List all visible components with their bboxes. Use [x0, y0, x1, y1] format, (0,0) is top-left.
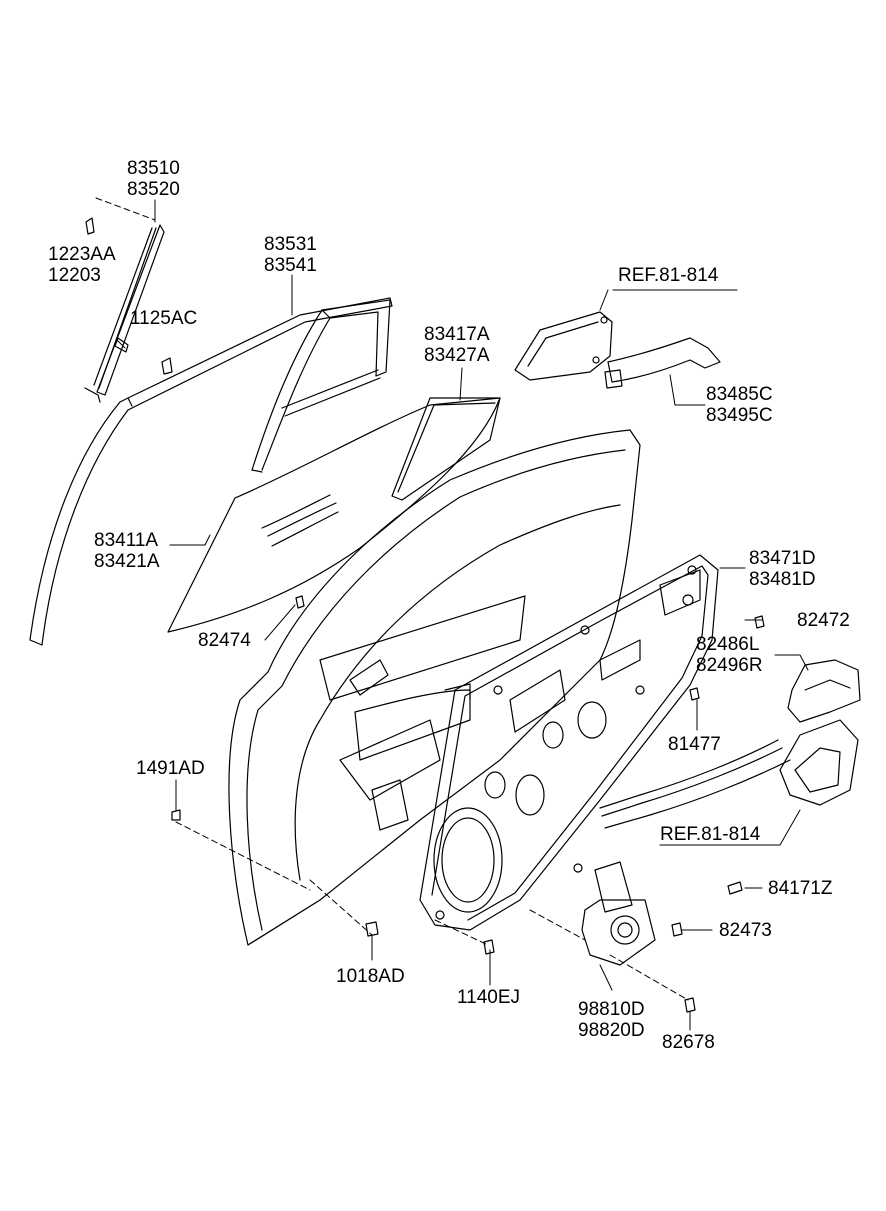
- front-channel-strip: [84, 224, 165, 403]
- label-ref-81-814-top: REF.81-814: [618, 265, 719, 286]
- label-1491AD: 1491AD: [136, 758, 205, 779]
- label-83510-83520: 83510 83520: [127, 158, 180, 200]
- label-83485C-83495C: 83485C 83495C: [706, 384, 773, 426]
- label-ref-81-814-bottom: REF.81-814: [660, 824, 761, 845]
- fasteners: [85, 217, 765, 1013]
- door-glass: [167, 397, 501, 633]
- label-84171Z: 84171Z: [768, 878, 833, 899]
- label-1140EJ: 1140EJ: [457, 987, 521, 1008]
- leader-lines: [95, 197, 809, 1031]
- latch-cover: [787, 659, 861, 723]
- door-panel: [228, 429, 641, 946]
- label-82474: 82474: [198, 630, 251, 651]
- label-98810D-98820D: 98810D 98820D: [578, 999, 645, 1041]
- label-83417A-83427A: 83417A 83427A: [424, 324, 490, 366]
- outer-belt-strip: [29, 297, 393, 646]
- outside-handle: [514, 311, 613, 381]
- label-82473: 82473: [719, 920, 772, 941]
- quarter-glass-run: [251, 299, 391, 473]
- label-83471D-83481D: 83471D 83481D: [749, 548, 816, 590]
- door-module: [419, 554, 719, 931]
- label-1125AC: 1125AC: [130, 308, 198, 329]
- door-latch: [599, 719, 859, 829]
- label-1018AD: 1018AD: [336, 966, 405, 987]
- label-82678: 82678: [662, 1032, 715, 1053]
- label-82486L-82496R: 82486L 82496R: [696, 634, 763, 676]
- label-81477: 81477: [668, 734, 721, 755]
- label-83531-83541: 83531 83541: [264, 234, 317, 276]
- label-1223AA-12203: 1223AA 12203: [48, 244, 116, 286]
- label-83411A-83421A: 83411A 83421A: [94, 530, 160, 572]
- window-regulator-motor: [581, 861, 656, 966]
- inside-handle: [604, 337, 721, 389]
- fixed-quarter-glass: [391, 397, 501, 501]
- label-82472: 82472: [797, 610, 850, 631]
